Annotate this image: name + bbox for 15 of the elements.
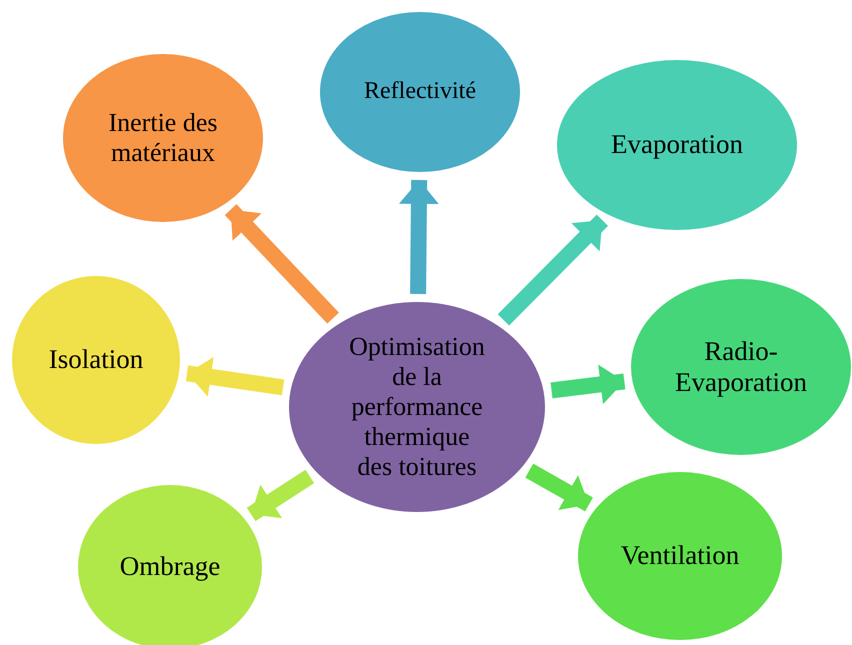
block-arrow <box>224 204 339 324</box>
node-label: Isolation <box>48 344 144 376</box>
block-arrow <box>186 357 284 397</box>
node-label: Optimisation de la performance thermique des toitures <box>349 332 485 482</box>
block-arrow <box>525 464 593 512</box>
node-label: Reflectivité <box>364 78 476 106</box>
block-arrow <box>246 470 314 522</box>
block-arrow <box>498 214 608 326</box>
block-arrow <box>398 180 439 294</box>
node-label: Radio-Evaporation <box>674 336 808 398</box>
node-label: Evaporation <box>611 129 743 161</box>
node-label: Ombrage <box>120 551 220 583</box>
block-arrow <box>550 364 626 404</box>
node-label: Inertie des matériaux <box>107 108 218 168</box>
node-label: Ventilation <box>620 540 740 572</box>
